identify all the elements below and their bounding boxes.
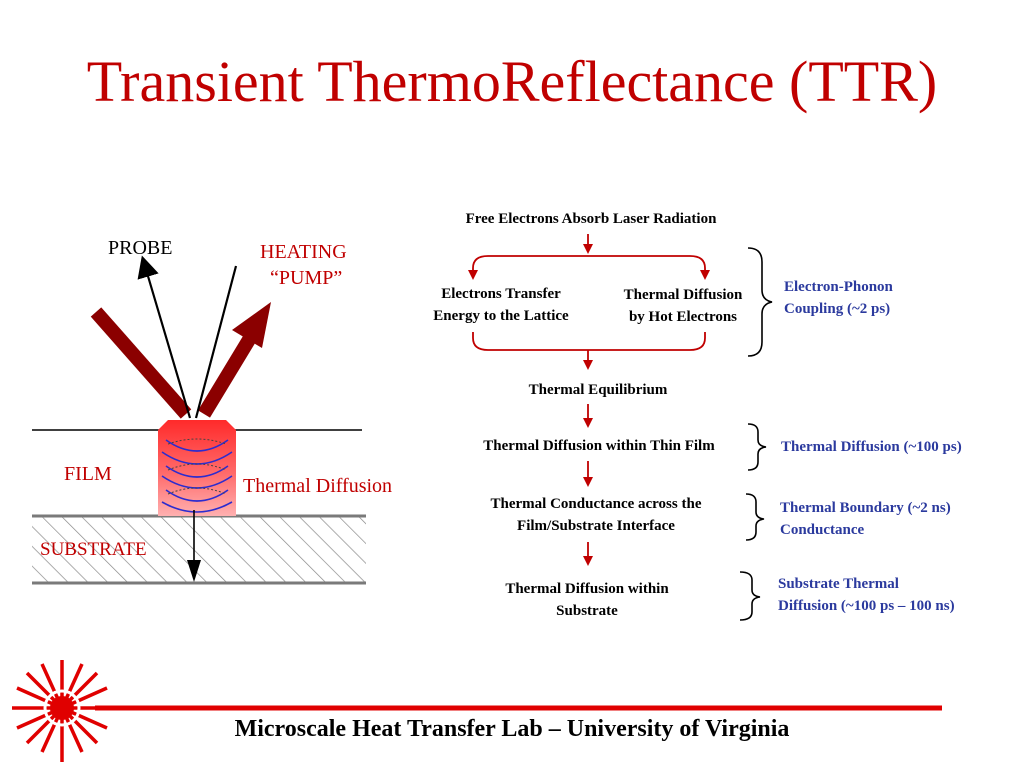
laser-logo-ring bbox=[43, 689, 81, 727]
flow-arrowhead-split-left bbox=[468, 270, 478, 280]
thermal-diffusion-label: Thermal Diffusion bbox=[243, 475, 393, 497]
diffusion-wave-6 bbox=[161, 501, 233, 513]
flow-branch-right-line1: Thermal Diffusion bbox=[623, 287, 743, 303]
substrate-region bbox=[32, 516, 366, 583]
diffusion-wave-1 bbox=[165, 439, 229, 452]
flow-step-conductance-line2: Film/Substrate Interface bbox=[517, 518, 675, 534]
flow-branch-left-line2: Energy to the Lattice bbox=[433, 308, 569, 324]
timescale-electron-phonon-line2: Coupling (~2 ps) bbox=[784, 301, 891, 317]
timescale-boundary-line1: Thermal Boundary (~2 ns) bbox=[780, 500, 951, 516]
flow-step-substrate-line2: Substrate bbox=[556, 603, 618, 619]
heating-label-line2: “PUMP” bbox=[270, 267, 343, 289]
substrate-label: SUBSTRATE bbox=[40, 539, 147, 560]
page-title: Transient ThermoReflectance (TTR) bbox=[86, 49, 938, 114]
probe-line-reflected bbox=[137, 255, 192, 419]
heated-region bbox=[158, 420, 236, 516]
flow-branch-right-line2: by Hot Electrons bbox=[628, 309, 738, 325]
timescale-substrate-line1: Substrate Thermal bbox=[778, 576, 899, 592]
flow-split-arc bbox=[472, 255, 706, 272]
brace-substrate bbox=[739, 571, 761, 621]
timescale-boundary-line2: Conductance bbox=[780, 522, 865, 538]
brace-electron-phonon bbox=[747, 247, 773, 357]
flow-arrowhead-5 bbox=[583, 556, 593, 566]
flow-step-thin-film: Thermal Diffusion within Thin Film bbox=[483, 438, 715, 454]
laser-logo-center bbox=[50, 696, 74, 720]
flow-arrowhead-1 bbox=[583, 244, 593, 254]
diffusion-dotted-2 bbox=[167, 463, 227, 471]
flow-arrowhead-2 bbox=[583, 360, 593, 370]
timescale-thin-film: Thermal Diffusion (~100 ps) bbox=[781, 439, 962, 455]
flow-merge-arc bbox=[472, 332, 706, 351]
flow-arrowhead-split-right bbox=[700, 270, 710, 280]
flow-branch-left-line1: Electrons Transfer bbox=[441, 286, 561, 302]
substrate-diffusion-arrowhead bbox=[187, 560, 201, 582]
flow-arrowhead-3 bbox=[583, 418, 593, 428]
probe-line-incoming bbox=[194, 265, 238, 419]
brace-thin-film bbox=[747, 423, 767, 471]
pump-arrowhead bbox=[232, 302, 271, 348]
diffusion-dotted-1 bbox=[167, 438, 227, 445]
timescale-electron-phonon-line1: Electron-Phonon bbox=[784, 279, 893, 295]
pump-beam-incoming bbox=[90, 307, 192, 419]
heating-label-line1: HEATING bbox=[260, 241, 347, 263]
diffusion-dotted-3 bbox=[167, 487, 227, 495]
flow-step-conductance-line1: Thermal Conductance across the bbox=[490, 496, 702, 512]
diffusion-wave-3 bbox=[165, 465, 229, 478]
flow-step-substrate-line1: Thermal Diffusion within bbox=[505, 581, 669, 597]
footer-text: Microscale Heat Transfer Lab – Universit… bbox=[234, 716, 790, 742]
diffusion-wave-5 bbox=[165, 489, 229, 502]
flow-step-absorb: Free Electrons Absorb Laser Radiation bbox=[465, 211, 717, 227]
probe-label: PROBE bbox=[108, 237, 173, 259]
flow-arrowhead-4 bbox=[583, 477, 593, 487]
film-label: FILM bbox=[64, 463, 112, 485]
flow-step-equilibrium: Thermal Equilibrium bbox=[528, 382, 668, 398]
pump-beam-reflected bbox=[198, 334, 256, 418]
brace-boundary bbox=[745, 493, 765, 541]
timescale-substrate-line2: Diffusion (~100 ps – 100 ns) bbox=[778, 598, 955, 614]
